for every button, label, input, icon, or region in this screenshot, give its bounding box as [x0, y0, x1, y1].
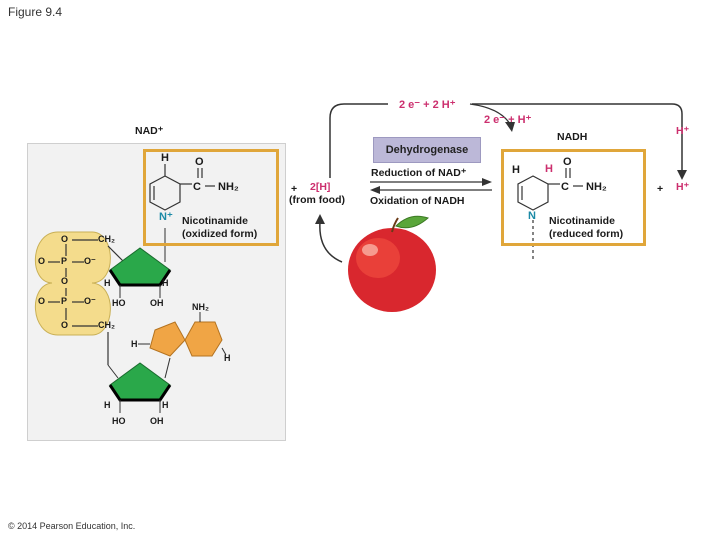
reduction-arrowhead — [482, 178, 492, 186]
ribose-ring-bottom — [109, 362, 171, 401]
atom-h-nadh2: H — [545, 163, 553, 175]
atom-p-2: P — [61, 296, 68, 306]
atom-o-p4: O — [38, 296, 46, 306]
atom-h-rib1: H — [104, 278, 111, 288]
atom-o: O — [195, 156, 204, 168]
nicotinamide-red-line1: Nicotinamide — [549, 215, 615, 227]
atom-c-nadh: C — [561, 181, 569, 193]
atom-h-ade2: H — [224, 353, 231, 363]
product-plus: + — [657, 183, 664, 195]
product-hplus: H⁺ — [676, 181, 690, 193]
atom-h-rib4: H — [162, 400, 169, 410]
phosphate-group — [34, 231, 111, 336]
apple-image — [348, 215, 436, 312]
atom-o-nadh: O — [563, 156, 572, 168]
atom-h-ade1: H — [131, 339, 138, 349]
atom-oh-1: OH — [150, 298, 164, 308]
atom-o-p1: O — [61, 234, 69, 244]
atom-nplus: N⁺ — [159, 211, 173, 223]
atom-h-nadh1: H — [512, 164, 520, 176]
nad-label: NAD⁺ — [135, 125, 164, 137]
copyright: © 2014 Pearson Education, Inc. — [8, 521, 136, 531]
oxidation-label: Oxidation of NADH — [370, 195, 465, 207]
figure-title: Figure 9.4 — [8, 5, 63, 19]
phosphate-bonds — [48, 239, 125, 365]
atom-nh2-nadh: NH₂ — [586, 181, 607, 193]
atom-h-rib2: H — [162, 278, 169, 288]
atom-o-p5: O — [61, 320, 69, 330]
atom-nh2: NH₂ — [218, 181, 239, 193]
electron-transfer-arrow-inner — [469, 103, 511, 125]
right-hplus: H⁺ — [676, 125, 690, 137]
reduction-label: Reduction of NAD⁺ — [371, 167, 467, 179]
electron-transfer-arrow-top — [329, 103, 683, 178]
nadh-label: NADH — [557, 131, 588, 143]
top-arrow-label: 2 e⁻ + 2 H⁺ — [399, 98, 456, 111]
atom-oh-2: OH — [150, 416, 164, 426]
atom-nh2-adenine: NH₂ — [192, 302, 209, 312]
nicotinamide-reduced-box — [501, 149, 646, 246]
nicotinamide-ox-line2: (oxidized form) — [182, 228, 258, 240]
nicotinamide-red-line2: (reduced form) — [549, 228, 624, 240]
nicotinamide-oxidized-box — [143, 149, 279, 246]
atom-n-nadh: N — [528, 210, 536, 222]
atom-c: C — [193, 181, 201, 193]
atom-ho-2: HO — [112, 416, 126, 426]
atom-p-1: P — [61, 256, 68, 266]
atom-ominus-2: O⁻ — [84, 296, 96, 306]
atom-h-rib3: H — [104, 400, 111, 410]
atom-ho-1: HO — [112, 298, 126, 308]
food-h: 2[H] — [310, 181, 331, 193]
food-plus: + — [291, 183, 298, 195]
nicotinamide-ring-ox — [149, 164, 215, 211]
nicotinamide-ring-red — [517, 168, 583, 262]
atom-h-top: H — [161, 152, 169, 164]
top-arrow-text: 2 e⁻ + 2 H⁺ — [399, 99, 456, 111]
enzyme-label: Dehydrogenase — [373, 137, 481, 163]
nicotinamide-ox-line1: Nicotinamide — [182, 215, 248, 227]
atom-ch2-top: CH₂ — [98, 234, 115, 244]
atom-ch2-bottom: CH₂ — [98, 320, 115, 330]
atom-o-p2: O — [38, 256, 46, 266]
atom-ominus-1: O⁻ — [84, 256, 96, 266]
adenine-base — [149, 321, 186, 357]
ribose-ring-top — [109, 247, 171, 286]
food-arrow — [319, 221, 343, 263]
oxidation-arrowhead — [370, 186, 380, 194]
atom-o-p3: O — [61, 276, 69, 286]
food-source: (from food) — [289, 194, 345, 206]
mid-arrow-label: 2 e⁻ + H⁺ — [484, 114, 532, 126]
